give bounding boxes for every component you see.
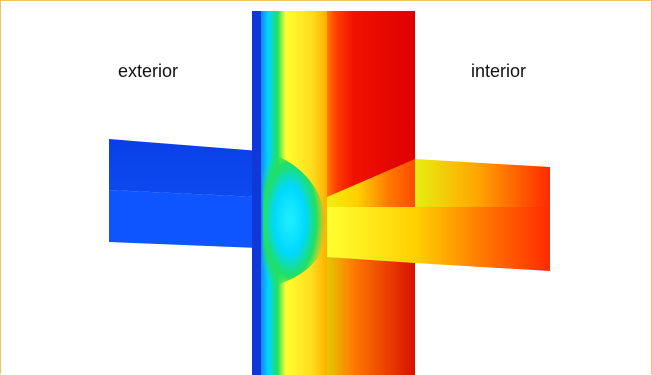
interior-slab-front (327, 207, 550, 271)
interior-slab-side (327, 159, 415, 207)
interior-slab-top (415, 159, 550, 207)
exterior-slab-front (109, 190, 259, 248)
thermal-bridge-hotspot (263, 151, 327, 289)
exterior-cladding (252, 11, 261, 375)
interior-label: interior (471, 61, 527, 81)
exterior-label: exterior (118, 61, 179, 81)
exterior-slab-top (109, 139, 259, 197)
interior-wall-lower (327, 257, 415, 375)
